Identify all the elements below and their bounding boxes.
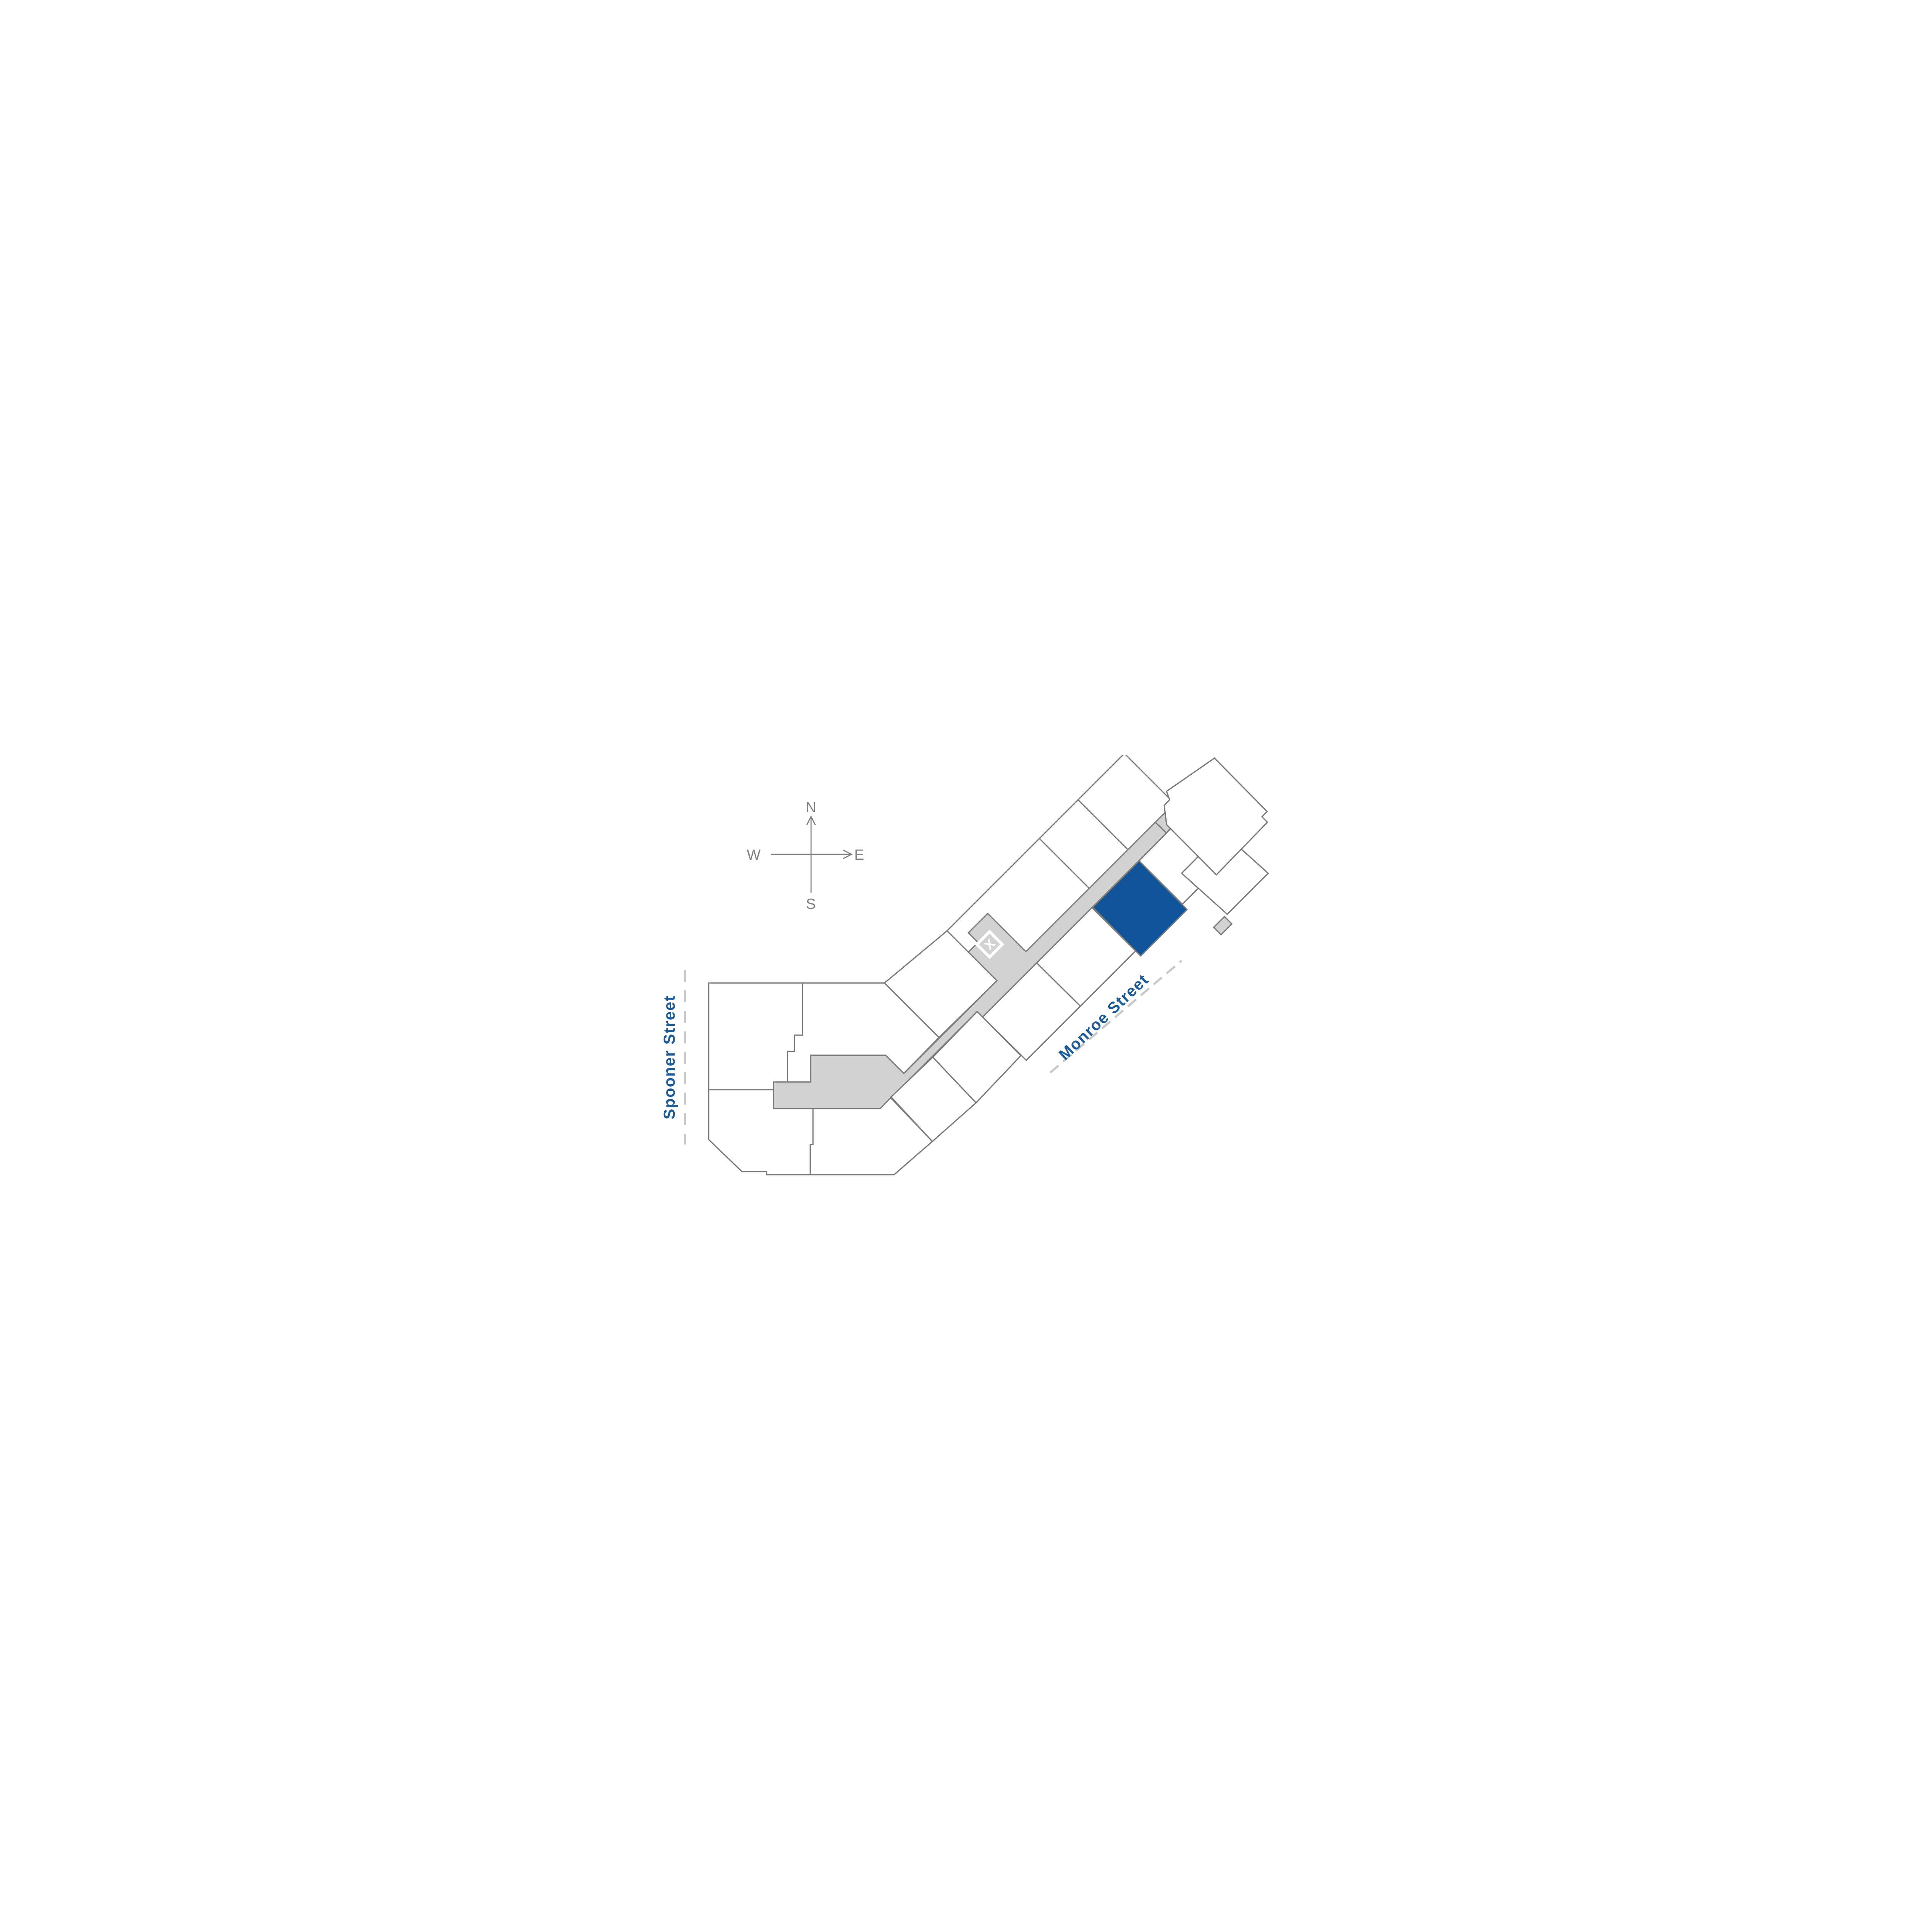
- compass-rose: N S W E: [747, 799, 864, 912]
- unit-ne-upper: [1163, 757, 1269, 876]
- compass-east-arrowhead: [843, 849, 853, 859]
- highlighted-unit[interactable]: [1092, 860, 1188, 957]
- site-plan-map: X Spooner Street Monroe Street N S W E: [663, 755, 1269, 1175]
- divider-stepped-top: [787, 983, 803, 1082]
- divider-bottom-vertical: [810, 1109, 814, 1175]
- compass-north-arrowhead: [806, 815, 816, 825]
- southeast-row: [890, 824, 1219, 1143]
- corridor-right-connector: [1213, 915, 1233, 936]
- spooner-street-label: Spooner Street: [663, 995, 678, 1119]
- northeast-cluster: [1163, 757, 1269, 915]
- x-marker[interactable]: X: [975, 929, 1005, 959]
- x-marker-inner-box: [979, 934, 1000, 955]
- compass-east-label: E: [854, 847, 864, 863]
- unit-southwest-block: [708, 982, 940, 1175]
- monroe-street-dashed-line: [1049, 959, 1182, 1074]
- spooner-street: Spooner Street: [663, 970, 686, 1145]
- northwest-row: [883, 755, 1175, 1039]
- compass-west-label: W: [747, 847, 761, 863]
- unit-nw-1: [883, 930, 998, 1039]
- southwest-block: [708, 982, 940, 1175]
- compass-north-label: N: [806, 799, 816, 816]
- compass-south-label: S: [806, 896, 816, 912]
